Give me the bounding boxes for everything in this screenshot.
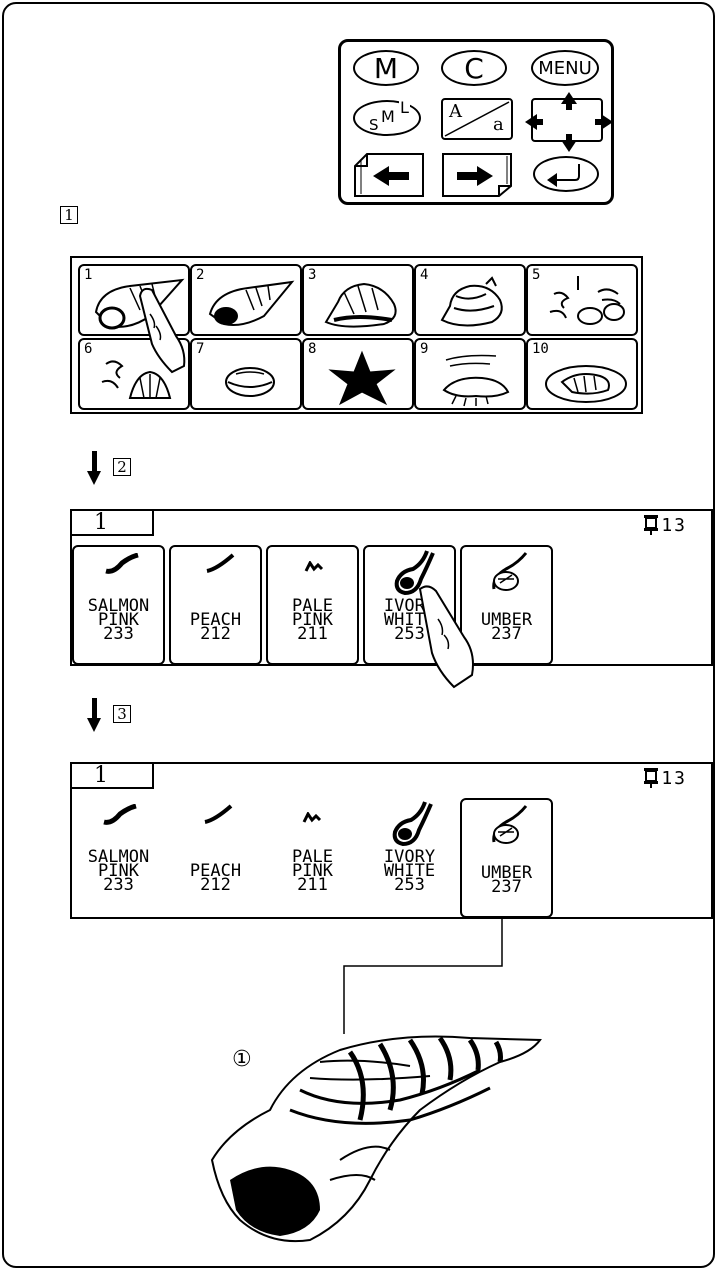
color-count: 13 [641,766,687,789]
thread-color-icon [201,804,235,826]
shrimp-icon [426,346,522,408]
control-panel: M C MENU S M L A a [338,39,614,205]
thread-swatch-salmon-pink[interactable]: SALMON PINK 233 [72,798,165,918]
pattern-cell-3[interactable]: 3 [302,264,414,336]
color-list-screen-after: 1 13 SALMON PINK 233 PEACH 212 PALE PINK… [70,762,713,919]
page-forward-arrow-icon [441,150,513,198]
thread-code: 237 [462,880,551,895]
return-arrow-icon [541,160,591,188]
thread-color-icon [484,549,536,597]
pattern-number-tab: 1 [72,764,154,789]
thread-color-icon [484,802,536,850]
color-count: 13 [641,513,687,536]
pattern-cell-4[interactable]: 4 [414,264,526,336]
thread-color-icon [385,800,437,848]
pattern-cell-7[interactable]: 7 [190,338,302,410]
thread-code: 212 [169,878,262,893]
thread-code: 211 [266,878,359,893]
step-2-marker: 2 [113,458,131,476]
thread-color-icon [100,804,140,826]
spiny-shell-icon [426,274,522,334]
case-upper-label: A [449,101,462,122]
spool-icon [641,513,661,535]
pattern-cell-2[interactable]: 2 [190,264,302,336]
starfish-icon [314,346,410,408]
thread-code: 253 [363,878,456,893]
thread-color-icon [304,561,324,573]
pattern-cell-10[interactable]: 10 [526,338,638,410]
pattern-selection-grid: 1 2 3 4 5 6 7 8 9 10 [70,256,643,414]
pattern-cell-9[interactable]: 9 [414,338,526,410]
m-button[interactable]: M [353,50,419,86]
step-1-marker: 1 [60,206,78,224]
pointing-hand-icon [414,583,484,693]
size-s-label: S [369,116,379,134]
color-count-value: 13 [661,515,687,536]
page-back-arrow-icon [353,150,425,198]
thread-swatch-ivory-white[interactable]: IVORY WHITE 253 [363,798,456,918]
thread-color-icon [302,812,322,824]
thread-code: 233 [72,878,165,893]
size-m-label: M [381,107,395,126]
spool-icon [641,766,661,788]
thread-color-icon [203,553,237,575]
thread-code: 211 [268,627,357,642]
color-count-value: 13 [661,768,687,789]
pattern-cell-8[interactable]: 8 [302,338,414,410]
thread-swatch-pale-pink[interactable]: PALE PINK 211 [266,798,359,918]
thread-code: 212 [171,627,260,642]
pointing-hand-icon [136,284,196,374]
pattern-cell-5[interactable]: 5 [526,264,638,336]
shell-icon [202,276,298,334]
return-button[interactable] [533,156,599,192]
thread-swatch-salmon-pink[interactable]: SALMON PINK 233 [72,545,165,665]
murex-shell-icon [314,274,410,334]
direction-pad[interactable] [531,98,603,142]
color-list-screen-before: 1 13 SALMON PINK 233 PEACH 212 PALE PINK… [70,509,713,666]
next-page-button[interactable] [441,150,513,198]
four-way-arrow-icon [523,90,615,154]
prawn-plate-icon [538,346,634,408]
conch-shell-illustration [200,1010,550,1250]
thread-swatch-pale-pink[interactable]: PALE PINK 211 [266,545,359,665]
step-3-marker: 3 [113,705,131,723]
size-button[interactable]: S M L [353,100,421,136]
menu-button[interactable]: MENU [531,50,599,86]
thread-swatch-umber-selected[interactable]: UMBER 237 [460,798,553,918]
prev-page-button[interactable] [353,150,425,198]
thread-code: 233 [74,627,163,642]
size-l-label: L [399,98,410,117]
c-button[interactable]: C [441,50,507,86]
case-button[interactable]: A a [441,98,513,140]
clam-shell-icon [202,352,298,408]
down-arrow-icon [87,451,101,485]
thread-color-icon [102,553,142,575]
coral-cluster-icon [538,272,634,334]
pattern-number-tab: 1 [72,511,154,536]
thread-swatch-peach[interactable]: PEACH 212 [169,798,262,918]
thread-swatch-peach[interactable]: PEACH 212 [169,545,262,665]
down-arrow-icon [87,698,101,732]
case-lower-label: a [493,114,504,135]
